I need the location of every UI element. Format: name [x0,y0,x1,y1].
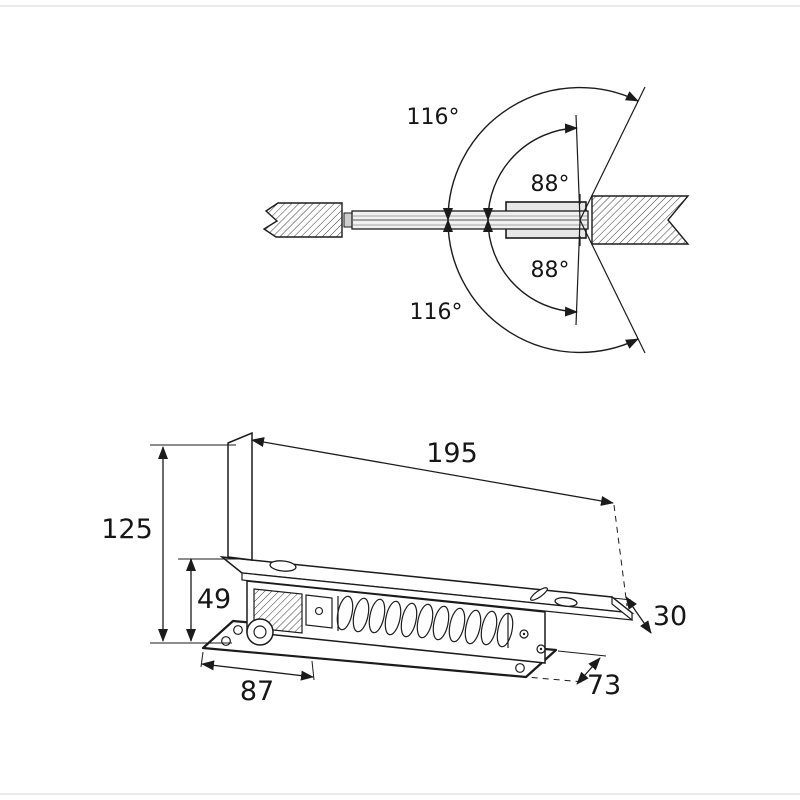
base-screw-hole [233,625,243,635]
pivot-bearing-inner [253,625,267,639]
dim-87-label: 87 [240,676,274,707]
dim-87-line [201,660,314,681]
coil [448,607,466,643]
dim-125-label: 125 [101,514,153,545]
case-screw-dot [539,647,543,651]
arc-116-top [442,86,639,221]
coil [336,595,354,631]
spring-coil [336,595,514,648]
ext-line-73-top [557,650,607,657]
coil [400,602,418,638]
coil [384,600,402,636]
plate-slot [530,587,548,601]
angle-label-116-bottom: 116° [410,300,463,325]
frame-right-section [591,195,690,245]
dim-195-label: 195 [426,438,478,469]
arc-88-top [483,123,578,221]
coil [480,610,498,646]
angle-label-116-top: 116° [407,105,460,130]
dimension-view: 125 49 195 30 87 73 [101,431,687,707]
case-screw-dot [522,632,526,636]
coil [416,603,434,639]
swing-angle-view: 116° 88° 88° 116° [262,86,690,354]
door-leaf-left-section [262,202,343,238]
vertical-bracket [227,431,253,561]
arc-116-bottom [442,219,639,354]
coil [352,597,370,633]
ext-line-195-dashed [613,504,628,607]
dim-73-label: 73 [587,670,621,701]
dim-30-label: 30 [653,601,687,632]
base-screw-hole [221,636,231,646]
angle-label-88-top: 88° [531,172,570,197]
dim-30-line [625,596,652,634]
dim-49-label: 49 [197,584,231,615]
base-screw-hole [515,663,525,673]
dim-73-line [576,657,601,685]
coil [368,598,386,634]
coil [464,609,482,645]
plate-hole-right [554,597,578,607]
adjuster-screw [314,606,324,616]
leaf-connector-block [343,212,353,228]
coil [432,605,450,641]
ext-line-87-left [200,651,204,668]
dim-195-line [251,437,614,506]
plate-hole-left [269,560,297,572]
angle-label-88-bottom: 88° [531,258,570,283]
